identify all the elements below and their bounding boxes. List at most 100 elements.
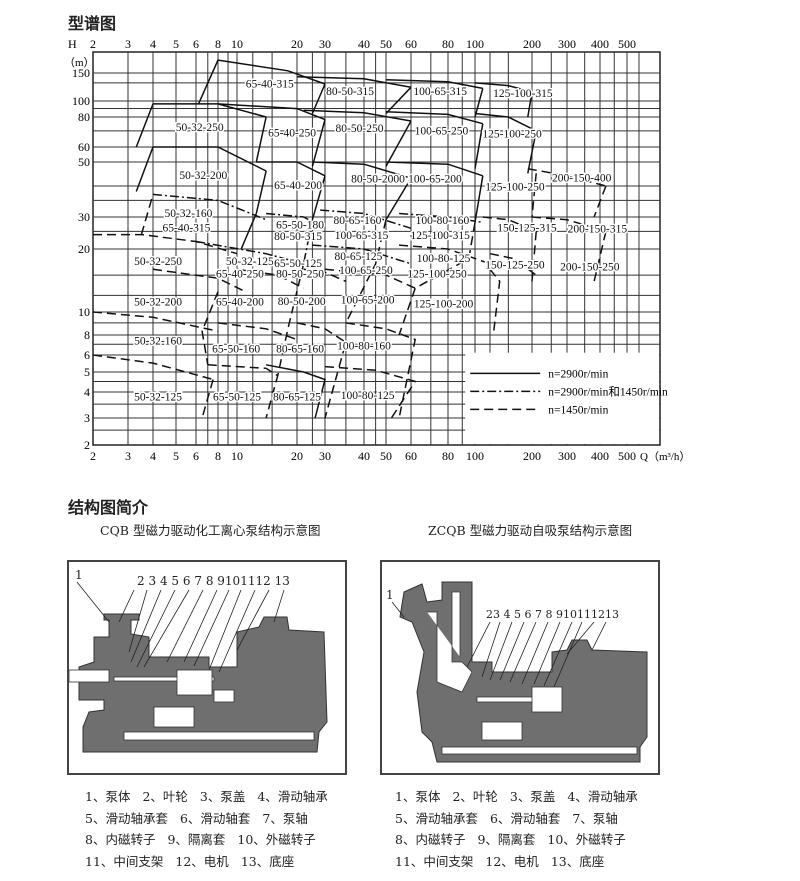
performance-curve-solid xyxy=(474,112,537,132)
performance-curve-dashed xyxy=(324,365,417,419)
performance-curve-solid xyxy=(385,120,412,167)
part-label: 3、泵盖 xyxy=(199,789,246,804)
model-label: 100-80-125 xyxy=(417,253,471,265)
callout-1: 1 xyxy=(75,568,83,582)
performance-curve-dashed xyxy=(207,364,279,419)
callout-2: 2 xyxy=(486,608,493,621)
model-label: 80-50-200 xyxy=(278,296,326,308)
model-label: 50-32-160 xyxy=(134,335,182,347)
model-label: 65-50-125 xyxy=(213,392,261,404)
model-label: 200-150-250 xyxy=(560,261,620,273)
performance-curve-dashed xyxy=(236,268,304,289)
x-tick-label-bottom: 60 xyxy=(405,449,417,463)
performance-curve-dashed xyxy=(489,252,537,276)
y-tick-label: 2 xyxy=(84,438,90,452)
y-tick-label: 10 xyxy=(78,305,90,319)
x-tick-label-bottom: 20 xyxy=(291,449,303,463)
callout-11: 11 xyxy=(240,574,256,588)
performance-curve-solid xyxy=(474,123,484,169)
x-tick-label-top: 10 xyxy=(231,37,243,51)
performance-curve-dashed xyxy=(92,311,219,332)
model-label: 100-80-125 xyxy=(341,390,395,402)
callout-9: 9 xyxy=(217,574,225,588)
callout-10: 10 xyxy=(224,574,241,588)
model-label: 80-50-2000 xyxy=(351,174,405,186)
model-label: 65-40-250 xyxy=(268,127,316,139)
y-tick-label: 50 xyxy=(78,155,90,169)
performance-curve-solid xyxy=(385,79,483,90)
x-tick-label-top: 80 xyxy=(442,37,454,51)
part-label: 7、泵轴 xyxy=(572,810,618,826)
performance-curve-solid xyxy=(303,109,412,122)
y-tick-label: 3 xyxy=(84,411,90,425)
part-label: 7、泵轴 xyxy=(262,810,308,826)
model-label: 100-65-200 xyxy=(341,294,395,306)
model-label: 125-100-200 xyxy=(414,298,474,310)
part-label: 10、外磁转子 xyxy=(547,832,626,847)
model-label: 150-125-315 xyxy=(497,222,557,234)
model-label: 125-100-250 xyxy=(485,182,545,194)
x-tick-label-top: 8 xyxy=(215,37,221,51)
part-label: 6、滑动轴套 xyxy=(179,810,251,826)
x-tick-label-top: 20 xyxy=(291,37,303,51)
x-tick-label-bottom: 5 xyxy=(173,449,179,463)
part-label: 9、隔离套 xyxy=(167,832,226,847)
model-label: 100-65-250 xyxy=(339,265,393,277)
model-label: 100-65-315 xyxy=(413,86,467,98)
x-tick-label-top: 100 xyxy=(466,37,484,51)
legend-label: n=2900r/min和1450r/min xyxy=(548,385,668,398)
performance-curve-dashed xyxy=(276,263,305,376)
part-label: 8、内磁转子 xyxy=(85,832,156,847)
model-label: 100-65-250 xyxy=(415,125,469,137)
x-tick-label-bottom: 40 xyxy=(358,449,370,463)
callout-7: 7 xyxy=(535,608,542,621)
y-axis-unit: （m） xyxy=(64,56,95,69)
x-tick-label-top: 400 xyxy=(591,37,609,51)
x-tick-label-bottom: 8 xyxy=(215,449,221,463)
zcqb-pump-diagram: 1 23 4 5 6 7 8 910111213 xyxy=(380,560,660,775)
x-tick-label-bottom: 100 xyxy=(466,449,484,463)
callout-4: 4 xyxy=(159,574,168,588)
performance-curve-solid xyxy=(312,161,412,179)
performance-curve-solid xyxy=(474,82,533,93)
performance-curve-dashed xyxy=(201,379,214,419)
part-label: 12、电机 xyxy=(485,853,539,869)
performance-curve-dashdot xyxy=(195,240,304,265)
right-diagram-caption: ZCQB 型磁力驱动自吸泵结构示意图 xyxy=(428,523,633,538)
performance-curve-solid xyxy=(311,83,326,114)
performance-curve-dashed xyxy=(303,268,347,283)
legend-label: n=2900r/min xyxy=(548,368,608,380)
section-title-spectrum: 型谱图 xyxy=(68,14,117,33)
x-tick-label-bottom: 6 xyxy=(193,449,199,463)
x-tick-label-bottom: 3 xyxy=(125,449,131,463)
x-tick-label-top: 2 xyxy=(90,37,96,51)
callout-6: 6 xyxy=(182,574,191,588)
performance-curve-dashdot xyxy=(302,219,314,264)
performance-curve-solid xyxy=(265,364,326,419)
performance-curve-solid xyxy=(240,213,257,250)
performance-curve-dashed xyxy=(531,231,537,282)
y-tick-label: 20 xyxy=(78,242,90,256)
model-label: 80-65-160 xyxy=(276,343,324,355)
x-tick-label-bottom: 2 xyxy=(90,449,96,463)
callout-12: 12 xyxy=(255,574,271,588)
left-diagram-caption: CQB 型磁力驱动化工离心泵结构示意图 xyxy=(100,523,321,538)
performance-curve-dashed xyxy=(201,291,219,365)
performance-curve-solid xyxy=(135,103,154,148)
model-label: 50-32-250 xyxy=(176,122,224,134)
y-tick-label: 60 xyxy=(78,140,90,154)
performance-curve-solid xyxy=(296,76,412,89)
performance-curve-dashed xyxy=(152,268,246,293)
x-tick-label-top: 200 xyxy=(523,37,541,51)
model-label: 65-40-315 xyxy=(162,222,210,234)
model-label: 65-50-125 xyxy=(274,258,322,270)
model-label: 100-80-160 xyxy=(337,340,391,352)
model-label: 50-32-160 xyxy=(164,208,212,220)
x-tick-label-bottom: 50 xyxy=(380,449,392,463)
